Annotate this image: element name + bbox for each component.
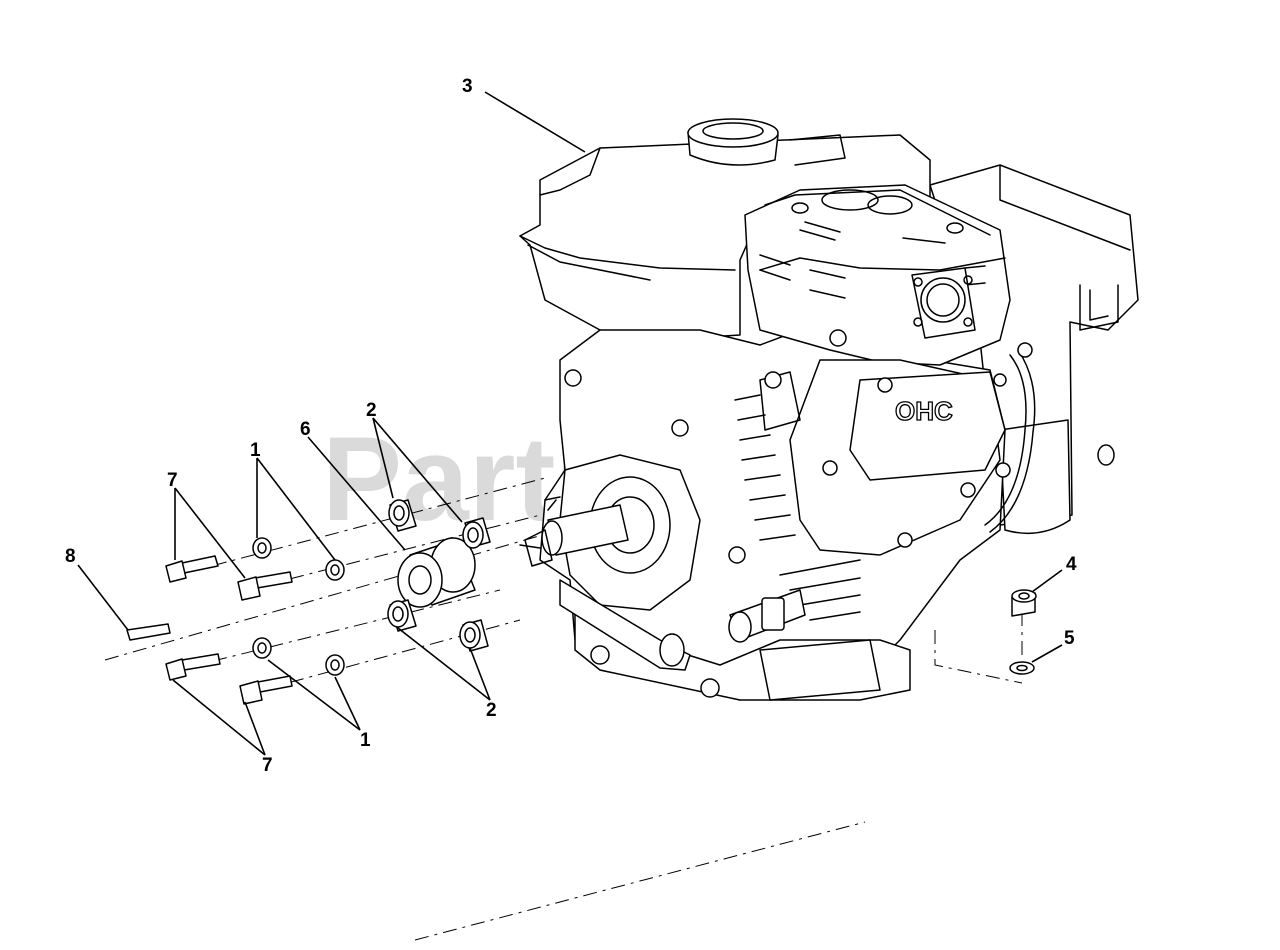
callout-2-bottom: 2 [486, 700, 497, 721]
part-2-spacers [387, 499, 491, 652]
ohc-label: OHC [895, 396, 953, 426]
part-6-bushing [397, 537, 476, 608]
callout-4: 4 [1066, 554, 1077, 575]
assembly-centerlines [104, 477, 1023, 941]
callout-1-bottom: 1 [360, 730, 371, 751]
callout-6: 6 [300, 419, 311, 440]
part-8-key [126, 623, 171, 641]
callout-1-top: 1 [250, 440, 261, 461]
part-7-bolts [165, 555, 293, 705]
part-1-washers [252, 537, 345, 676]
callout-7-bottom: 7 [262, 755, 273, 776]
callout-3: 3 [462, 76, 473, 97]
callout-2-top: 2 [366, 400, 377, 421]
callout-7-top: 7 [167, 470, 178, 491]
leader-lines [77, 91, 1063, 756]
part-5-washer [1009, 661, 1035, 675]
part-4-nut [1011, 589, 1037, 617]
callout-8: 8 [65, 546, 76, 567]
engine-assembly: OHC [519, 118, 1139, 701]
callout-5: 5 [1064, 628, 1075, 649]
callout-numbers: 3 2 6 1 7 8 4 5 2 1 7 [65, 76, 1077, 776]
